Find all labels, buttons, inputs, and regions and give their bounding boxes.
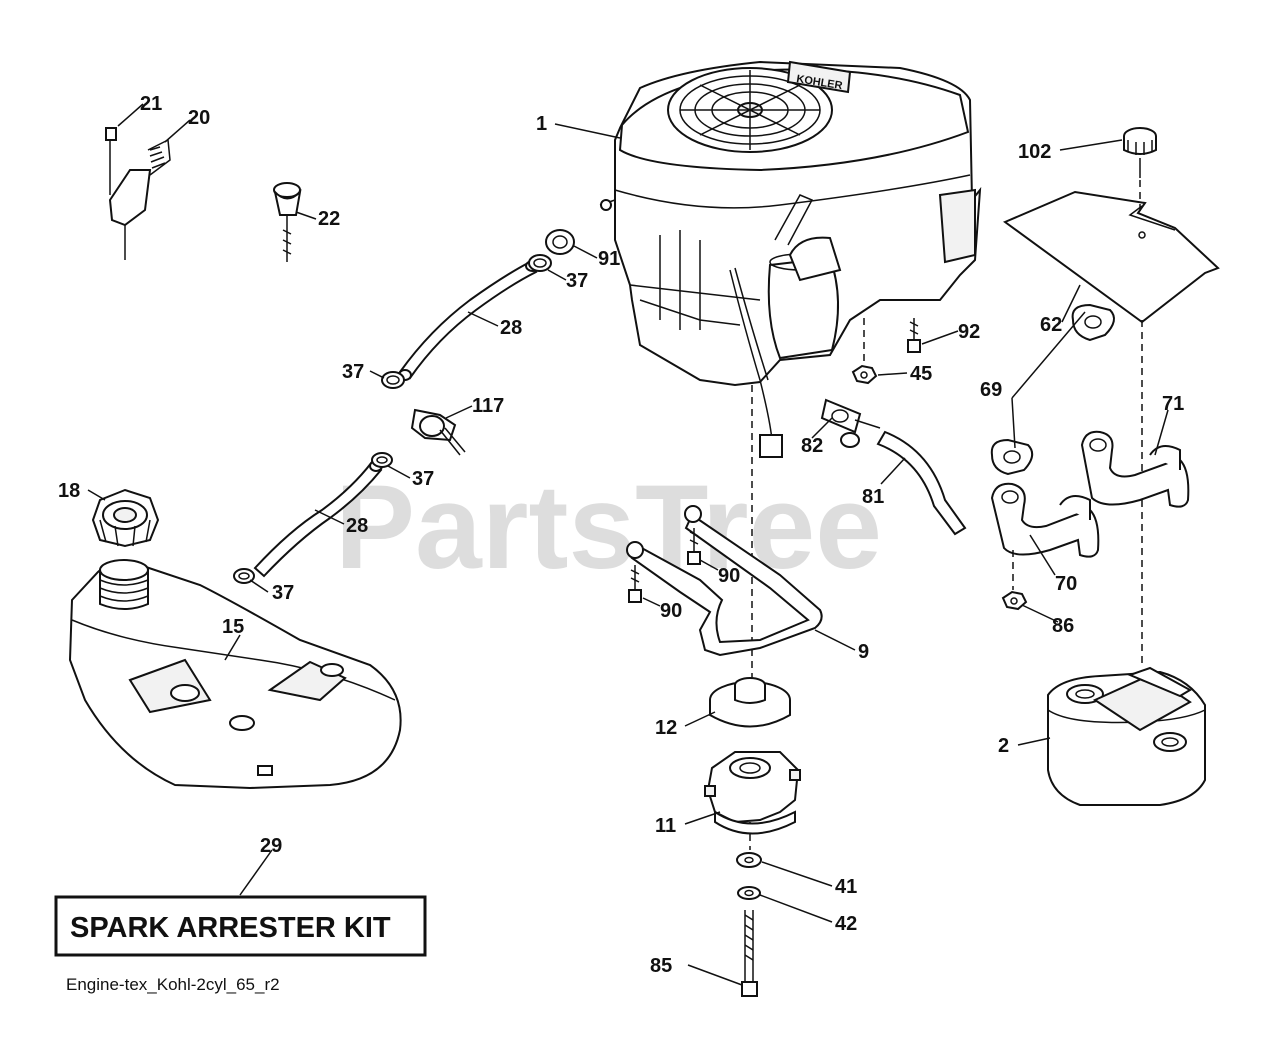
pulley-12[interactable]	[709, 677, 791, 728]
callout-70: 70	[1055, 573, 1077, 595]
callout-37-a: 37	[566, 270, 588, 292]
engine-assembly[interactable]: KOHLER	[599, 60, 982, 458]
oil-drain-hose-81[interactable]	[876, 430, 967, 536]
nut-45[interactable]	[851, 364, 878, 385]
watermark-text: PartsTree	[335, 460, 882, 594]
callout-102: 102	[1018, 141, 1051, 163]
callout-21: 21	[140, 93, 162, 115]
muffler-bracket-9[interactable]	[626, 505, 823, 657]
electric-clutch-11[interactable]	[704, 751, 801, 835]
hose-clamp-37-b[interactable]	[381, 371, 405, 389]
gasket-69-a[interactable]	[1071, 303, 1115, 342]
callout-37-b: 37	[342, 361, 364, 383]
bolt-85[interactable]	[741, 910, 758, 997]
callout-82: 82	[801, 435, 823, 457]
heat-shield-62[interactable]	[1002, 190, 1220, 324]
callout-92: 92	[958, 321, 980, 343]
callout-90-upper: 90	[718, 565, 740, 587]
fuel-tank[interactable]	[68, 559, 402, 790]
washer-42[interactable]	[737, 886, 761, 900]
knob-102[interactable]	[1123, 127, 1157, 178]
callout-37-c: 37	[412, 468, 434, 490]
bolt-92[interactable]	[907, 318, 921, 353]
callout-85: 85	[650, 955, 672, 977]
leader-lines	[87, 103, 1169, 986]
callout-15: 15	[222, 616, 244, 638]
muffler-2[interactable]	[1047, 666, 1206, 806]
gasket-69-b[interactable]	[990, 438, 1034, 476]
exhaust-pipe-71[interactable]	[1080, 430, 1190, 508]
fuel-fitting-91[interactable]	[545, 229, 575, 255]
hose-clamp-37-a[interactable]	[528, 254, 552, 272]
exhaust-pipe-70[interactable]	[990, 482, 1100, 558]
bolt-90-a[interactable]	[687, 528, 701, 565]
diagram-code: Engine-tex_Kohl-2cyl_65_r2	[66, 975, 280, 994]
throttle-control[interactable]	[105, 127, 171, 260]
callout-12: 12	[655, 717, 677, 739]
callout-45: 45	[910, 363, 932, 385]
callout-1: 1	[536, 113, 547, 135]
hose-clamp-37-c[interactable]	[371, 452, 393, 468]
spark-arrester-kit-label: SPARK ARRESTER KIT	[70, 912, 391, 944]
nut-86[interactable]	[1001, 590, 1028, 611]
callout-22: 22	[318, 208, 340, 230]
fuel-shutoff-valve-117[interactable]	[410, 408, 466, 456]
callout-2: 2	[998, 735, 1009, 757]
fuel-cap[interactable]	[91, 488, 160, 548]
callout-42: 42	[835, 913, 857, 935]
callout-41: 41	[835, 876, 857, 898]
callout-29: 29	[260, 835, 282, 857]
callout-62: 62	[1040, 314, 1062, 336]
callout-9: 9	[858, 641, 869, 663]
wire-harness-connector-82[interactable]	[820, 398, 881, 448]
washer-41[interactable]	[736, 852, 762, 868]
callout-11: 11	[655, 815, 676, 837]
callout-90-lower: 90	[660, 600, 682, 622]
callout-28-upper: 28	[500, 317, 522, 339]
callout-20: 20	[188, 107, 210, 129]
callout-69: 69	[980, 379, 1002, 401]
spark-arrester-kit-box[interactable]: SPARK ARRESTER KIT	[54, 895, 427, 957]
choke-knob[interactable]	[273, 182, 302, 262]
callout-71: 71	[1162, 393, 1184, 415]
callout-91: 91	[598, 248, 620, 270]
callout-18: 18	[58, 480, 80, 502]
callout-81: 81	[862, 486, 884, 508]
callout-117: 117	[472, 395, 504, 417]
callout-28-lower: 28	[346, 515, 368, 537]
bolt-90-b[interactable]	[628, 565, 642, 603]
callout-labels: 1 2 9 11 12 15 18 20 21 22 28 28 29 37 3…	[58, 93, 1184, 977]
callout-37-d: 37	[272, 582, 294, 604]
callout-86: 86	[1052, 615, 1074, 637]
hose-clamp-37-d[interactable]	[233, 568, 255, 584]
